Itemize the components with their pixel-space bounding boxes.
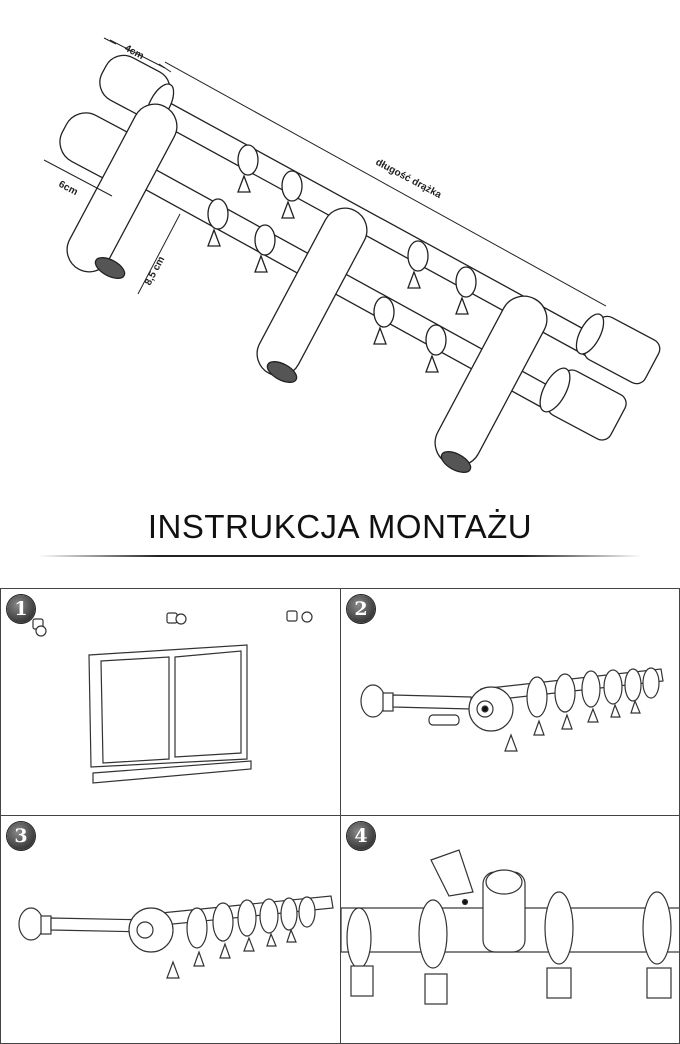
bracket-middle — [256, 207, 368, 383]
rod-rings — [186, 896, 316, 949]
step-1-badge: 1 — [7, 595, 35, 623]
right-finial-top — [575, 313, 661, 385]
wall-bracket-left — [32, 618, 47, 637]
window-brackets-illustration — [32, 610, 313, 784]
rod-connector — [428, 714, 460, 726]
step-2-panel: 2 — [340, 588, 680, 816]
bracket-end — [128, 907, 174, 953]
step-3-panel: 3 — [0, 815, 341, 1044]
bracket-end — [468, 686, 514, 732]
page-title: INSTRUKCJA MONTAŻU — [147, 508, 533, 545]
bracket-right — [434, 295, 548, 473]
rod-mounted-illustration — [18, 895, 334, 979]
wall-bracket-right — [286, 610, 313, 623]
ring-clips — [350, 965, 672, 1005]
glue-tube — [430, 849, 474, 906]
step-1-panel: 1 — [0, 588, 341, 816]
ring-clips — [166, 928, 297, 979]
step-2-badge: 2 — [347, 595, 375, 623]
rod-rings — [346, 891, 672, 969]
title-divider — [38, 555, 642, 557]
step-4-panel: 4 — [340, 815, 680, 1044]
glue-connector-illustration — [341, 849, 679, 1005]
curtain-rod-diagram: 4cm 6cm 8,5 cm długość drążka — [43, 37, 661, 473]
step-3-badge: 3 — [7, 822, 35, 850]
wall-bracket-middle — [166, 612, 187, 625]
dim-rod-length: długość drążka — [374, 157, 444, 201]
curtain-rings — [207, 144, 477, 373]
right-finial-bottom — [539, 367, 627, 441]
ring-clips — [504, 699, 641, 752]
rod-rings — [526, 667, 660, 718]
bracket-left — [66, 103, 178, 279]
rod-connector — [482, 869, 526, 953]
dim-finial-diameter: 6cm — [57, 179, 80, 198]
step-4-badge: 4 — [347, 822, 375, 850]
window — [88, 644, 252, 784]
dim-wall-distance: 8,5 cm — [143, 255, 167, 288]
rod-finial-left — [18, 907, 52, 941]
rod-assembly-illustration — [360, 667, 664, 752]
rod-finial-left — [360, 684, 394, 718]
